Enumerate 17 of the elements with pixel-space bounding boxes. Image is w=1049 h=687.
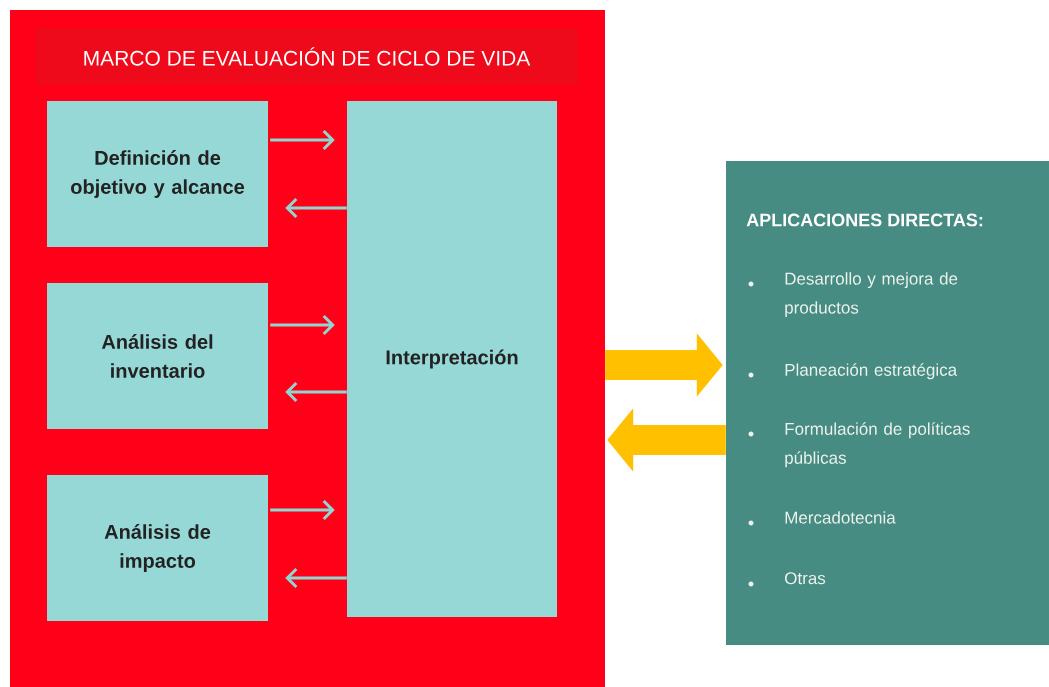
list-item: Mercadotecnia (785, 511, 896, 524)
title-banner: MARCO DE EVALUACIÓN DE CICLO DE VIDA (35, 28, 578, 85)
stage-box: Análisis de impacto (47, 475, 268, 621)
list-item: Formulación de políticas públicas (785, 422, 970, 468)
arrow (285, 381, 347, 403)
list-item: Desarrollo y mejora de productos (785, 272, 958, 318)
arrow (285, 197, 347, 219)
list-item: Planeación estratégica (785, 363, 958, 380)
arrow (270, 129, 335, 151)
arrow (270, 314, 335, 336)
panel-heading: APLICACIONES DIRECTAS: (746, 213, 983, 227)
stage-box: Análisis del inventario (47, 283, 268, 429)
list-item: Otras (785, 572, 826, 585)
arrow (285, 567, 347, 589)
arrow (270, 499, 335, 521)
stage-box: Definición de objetivo y alcance (47, 101, 268, 247)
interpretation-box: Interpretación (347, 101, 557, 617)
